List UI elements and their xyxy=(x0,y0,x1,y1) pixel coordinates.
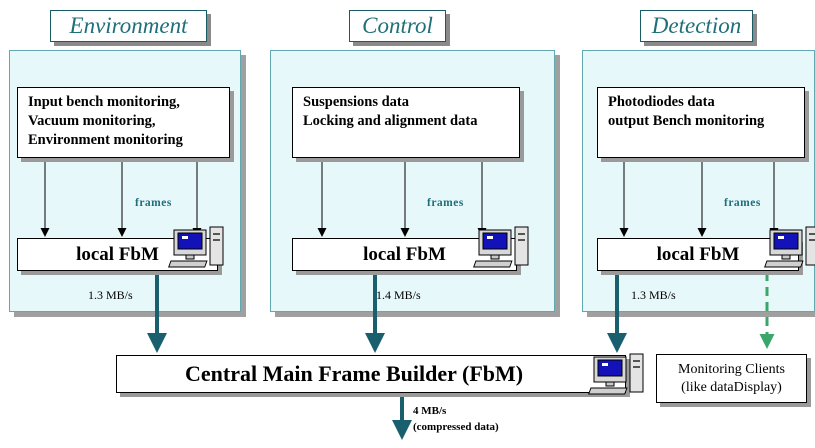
computer-icon xyxy=(168,226,224,268)
source-line: Locking and alignment data xyxy=(303,113,478,129)
monitoring-clients-line1: Monitoring Clients xyxy=(678,362,785,377)
frames-label-control: frames xyxy=(427,197,464,209)
computer-icon xyxy=(764,226,815,268)
monitoring-clients-line2: (like dataDisplay) xyxy=(681,380,782,395)
panel-title-control: Control xyxy=(349,10,446,42)
local-fbm-detection: local FbM xyxy=(597,238,799,271)
central-output-note: (compressed data) xyxy=(413,421,499,433)
rate-label-control: 1.4 MB/s xyxy=(376,288,421,302)
computer-icon xyxy=(588,353,644,395)
source-line: Suspensions data xyxy=(303,94,409,110)
central-output-rate: 4 MB/s xyxy=(413,405,447,417)
source-line: Environment monitoring xyxy=(28,132,183,148)
frames-label-environment: frames xyxy=(135,197,172,209)
source-box-control: Suspensions data Locking and alignment d… xyxy=(292,87,520,158)
source-line: Photodiodes data xyxy=(608,94,715,110)
source-line: output Bench monitoring xyxy=(608,113,765,129)
rate-label-environment: 1.3 MB/s xyxy=(88,288,133,302)
source-box-detection: Photodiodes data output Bench monitoring xyxy=(597,87,805,158)
central-fbm-box: Central Main Frame Builder (FbM) xyxy=(116,355,626,393)
computer-icon xyxy=(473,226,529,268)
panel-title-detection: Detection xyxy=(640,10,753,42)
frames-label-detection: frames xyxy=(724,197,761,209)
source-line: Vacuum monitoring, xyxy=(28,113,156,129)
source-line: Input bench monitoring, xyxy=(28,94,180,110)
monitoring-clients-box: Monitoring Clients (like dataDisplay) xyxy=(656,354,807,403)
source-box-environment: Input bench monitoring, Vacuum monitorin… xyxy=(17,87,230,158)
panel-title-environment: Environment xyxy=(50,10,207,42)
rate-label-detection: 1.3 MB/s xyxy=(631,288,676,302)
